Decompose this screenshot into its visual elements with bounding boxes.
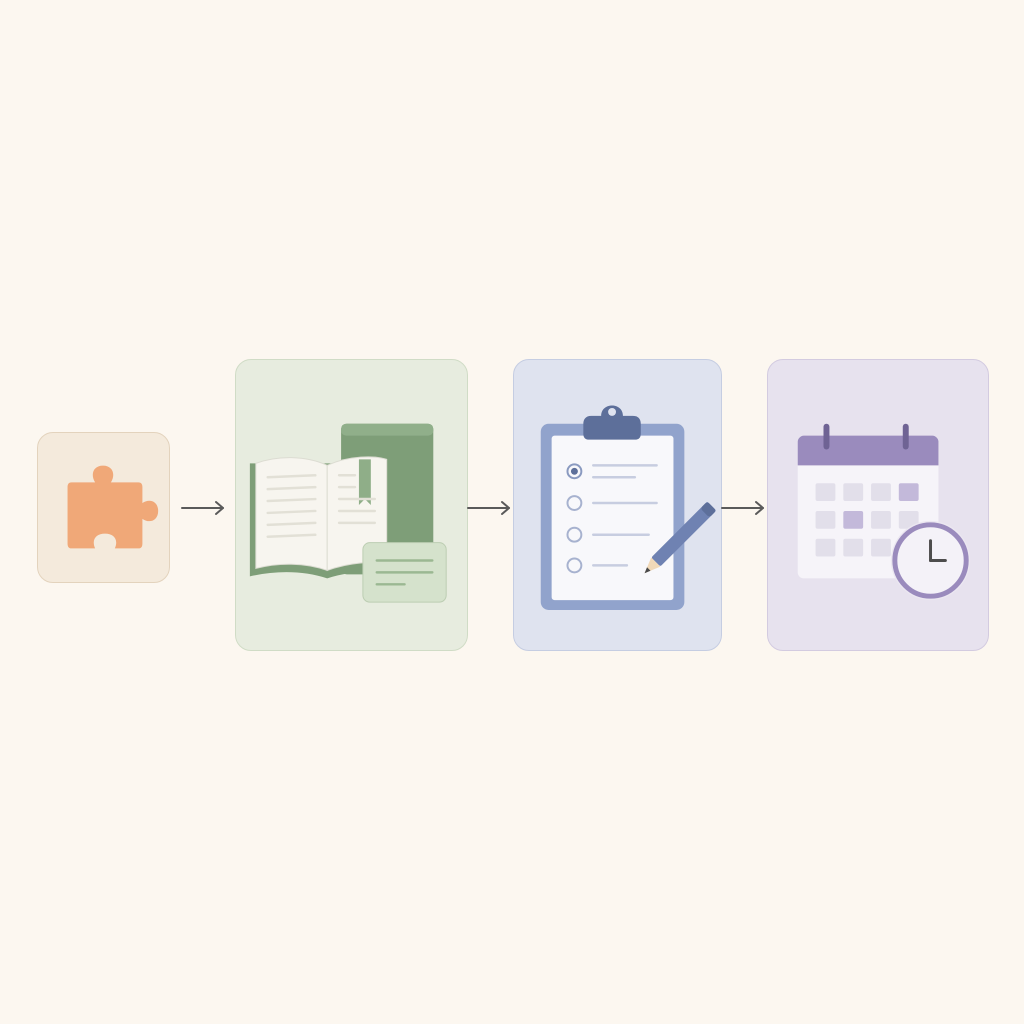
clipboard-checklist-icon <box>540 405 716 610</box>
calendar-clock-icon <box>797 423 971 601</box>
step-card-puzzle <box>37 432 170 583</box>
step-card-schedule <box>767 359 989 651</box>
arrow-right-icon <box>721 501 764 515</box>
arrow-right-icon <box>181 501 224 515</box>
arrow-right-icon <box>467 501 510 515</box>
step-card-study <box>235 359 468 651</box>
step-card-checklist <box>513 359 722 651</box>
pencil-icon <box>644 502 716 574</box>
open-book-icon <box>249 423 447 603</box>
clock-icon <box>890 520 971 601</box>
puzzle-piece-icon <box>67 465 159 549</box>
